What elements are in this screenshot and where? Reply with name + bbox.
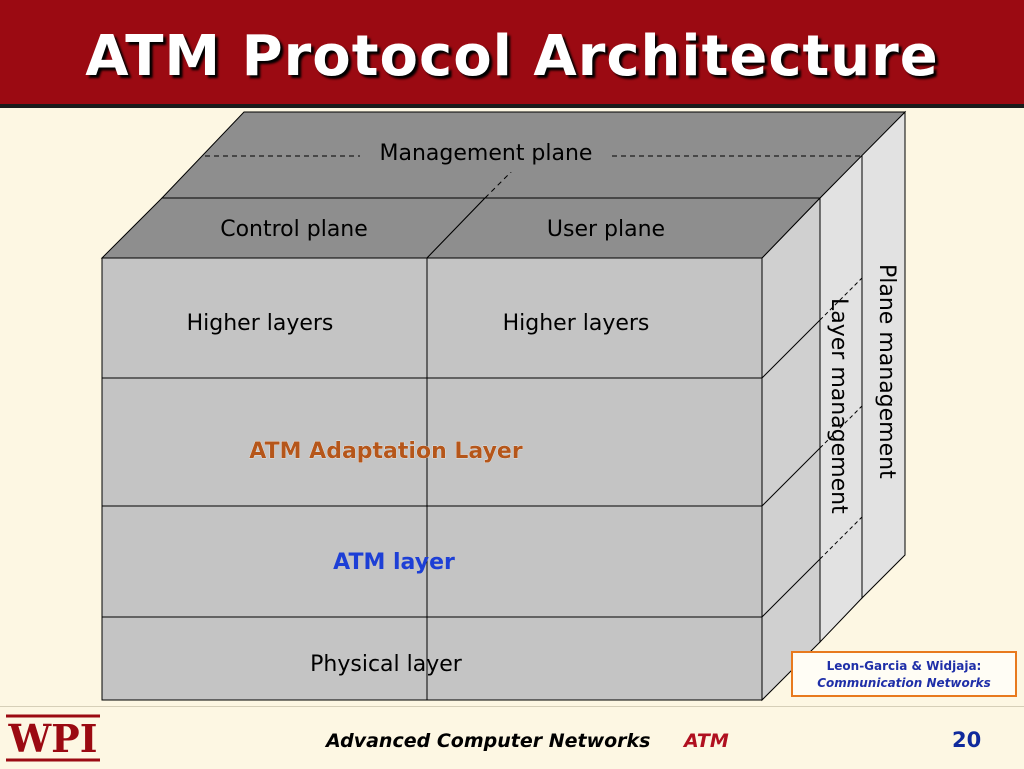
mgmt-dash-diag [484, 167, 516, 199]
front-face [101, 257, 763, 701]
atm-layer-label: ATM layer [333, 550, 455, 575]
footer-topic: ATM [684, 730, 729, 752]
wpi-logo-text: WPI [7, 716, 97, 761]
management-plane-label: Management plane [380, 141, 593, 166]
side-diag-3 [761, 558, 821, 618]
credit-box: Leon-Garcia & Widjaja: Communication Net… [791, 651, 1017, 697]
mgmt-label-bg [362, 138, 610, 172]
aal-label: ATM Adaptation Layer [249, 439, 523, 464]
control-plane-label: Control plane [220, 217, 368, 242]
user-plane-label: User plane [547, 217, 665, 242]
credit-line-1: Leon-Garcia & Widjaja: [826, 659, 982, 673]
right-side-strip [761, 196, 821, 702]
footer-bar [0, 706, 1024, 769]
physical-layer-label: Physical layer [310, 652, 463, 677]
layer-management-label: Layer management [826, 298, 851, 514]
side-dash-1 [819, 277, 863, 321]
wpi-logo: WPI [4, 712, 102, 764]
higher-layers-left-label: Higher layers [187, 311, 334, 336]
side-diag-2 [761, 447, 821, 507]
page-number: 20 [952, 728, 982, 752]
side-diag-1 [761, 319, 821, 379]
side-dash-2 [819, 405, 863, 449]
side-dash-3 [819, 516, 863, 560]
footer-course: Advanced Computer Networks [326, 730, 651, 752]
plane-management-label: Plane management [874, 264, 899, 479]
higher-layers-right-label: Higher layers [503, 311, 650, 336]
credit-line-2: Communication Networks [817, 676, 991, 690]
title-bar: ATM Protocol Architecture [0, 0, 1024, 108]
slide-title: ATM Protocol Architecture [85, 24, 939, 89]
